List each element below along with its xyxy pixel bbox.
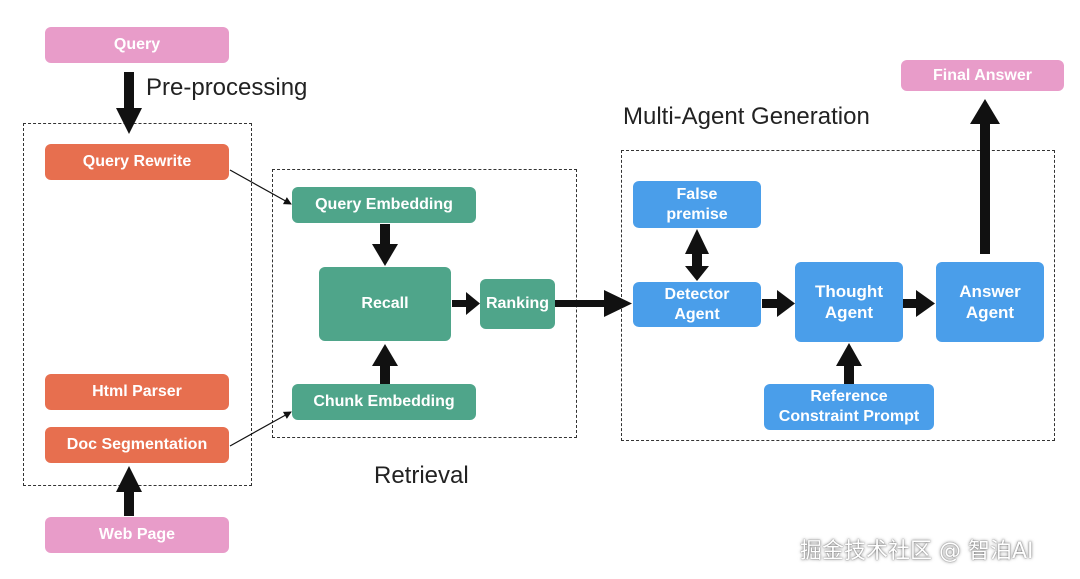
query-rewrite-label: Query Rewrite [82, 153, 192, 170]
generation-label: Multi-Agent Generation [623, 103, 870, 130]
final-answer-label: Final Answer [933, 66, 1032, 84]
watermark-text: 掘金技术社区 @ 智泊AI [800, 539, 1034, 564]
thought-agent-label-line2: Agent [824, 303, 874, 322]
arrow-query-embedding-to-recall [372, 224, 398, 266]
answer-agent-node: Answer Agent [936, 262, 1044, 342]
detector-agent-label-line1: Detector [664, 285, 730, 303]
arrow-answer-to-final [970, 99, 1000, 254]
preprocessing-label: Pre-processing [146, 74, 308, 101]
arrow-detector-to-thought [762, 290, 795, 317]
query-node-label: Query [113, 36, 161, 53]
html-parser-label: Html Parser [92, 383, 182, 400]
arrow-ranking-to-detector [555, 290, 632, 317]
false-premise-node: False premise [633, 181, 761, 228]
arrow-recall-to-ranking [452, 292, 480, 315]
thought-agent-node: Thought Agent [795, 262, 903, 342]
doc-segmentation-label: Doc Segmentation [66, 436, 208, 453]
arrow-false-premise-detector-bidirectional [685, 229, 709, 281]
chunk-embedding-node: Chunk Embedding [292, 384, 476, 420]
arrow-chunk-embedding-to-recall [372, 344, 398, 384]
arrow-thought-to-answer [903, 290, 935, 317]
retrieval-label: Retrieval [374, 462, 469, 489]
ranking-node: Ranking [480, 279, 555, 329]
detector-agent-node: Detector Agent [633, 282, 761, 327]
answer-agent-label-line1: Answer [959, 281, 1021, 301]
query-rewrite-node: Query Rewrite [45, 144, 229, 180]
web-page-node: Web Page [45, 517, 229, 553]
answer-agent-label-line2: Agent [965, 303, 1015, 322]
query-node: Query [45, 27, 229, 63]
final-answer-node: Final Answer [901, 60, 1064, 91]
reference-constraint-label-line2: Constraint Prompt [778, 408, 920, 425]
false-premise-label-line2: premise [666, 205, 728, 223]
doc-segmentation-node: Doc Segmentation [45, 427, 229, 463]
arrow-reference-to-thought [836, 343, 862, 384]
false-premise-label-line1: False [676, 185, 718, 203]
reference-constraint-prompt-node: Reference Constraint Prompt [764, 384, 934, 430]
query-embedding-label: Query Embedding [315, 196, 453, 213]
recall-node: Recall [319, 267, 451, 341]
thought-agent-label-line1: Thought [815, 281, 883, 301]
query-embedding-node: Query Embedding [292, 187, 476, 223]
reference-constraint-label-line1: Reference [810, 388, 888, 405]
connector-segmentation-to-chunk-embedding [229, 411, 292, 447]
ranking-label: Ranking [485, 295, 550, 312]
detector-agent-label-line2: Agent [674, 305, 720, 323]
connector-rewrite-to-query-embedding [229, 169, 292, 205]
recall-label: Recall [361, 295, 409, 312]
web-page-label: Web Page [98, 526, 176, 543]
arrow-query-down [116, 72, 142, 134]
chunk-embedding-label: Chunk Embedding [313, 393, 455, 410]
generation-group [621, 150, 1055, 441]
html-parser-node: Html Parser [45, 374, 229, 410]
arrow-webpage-up [116, 466, 142, 516]
